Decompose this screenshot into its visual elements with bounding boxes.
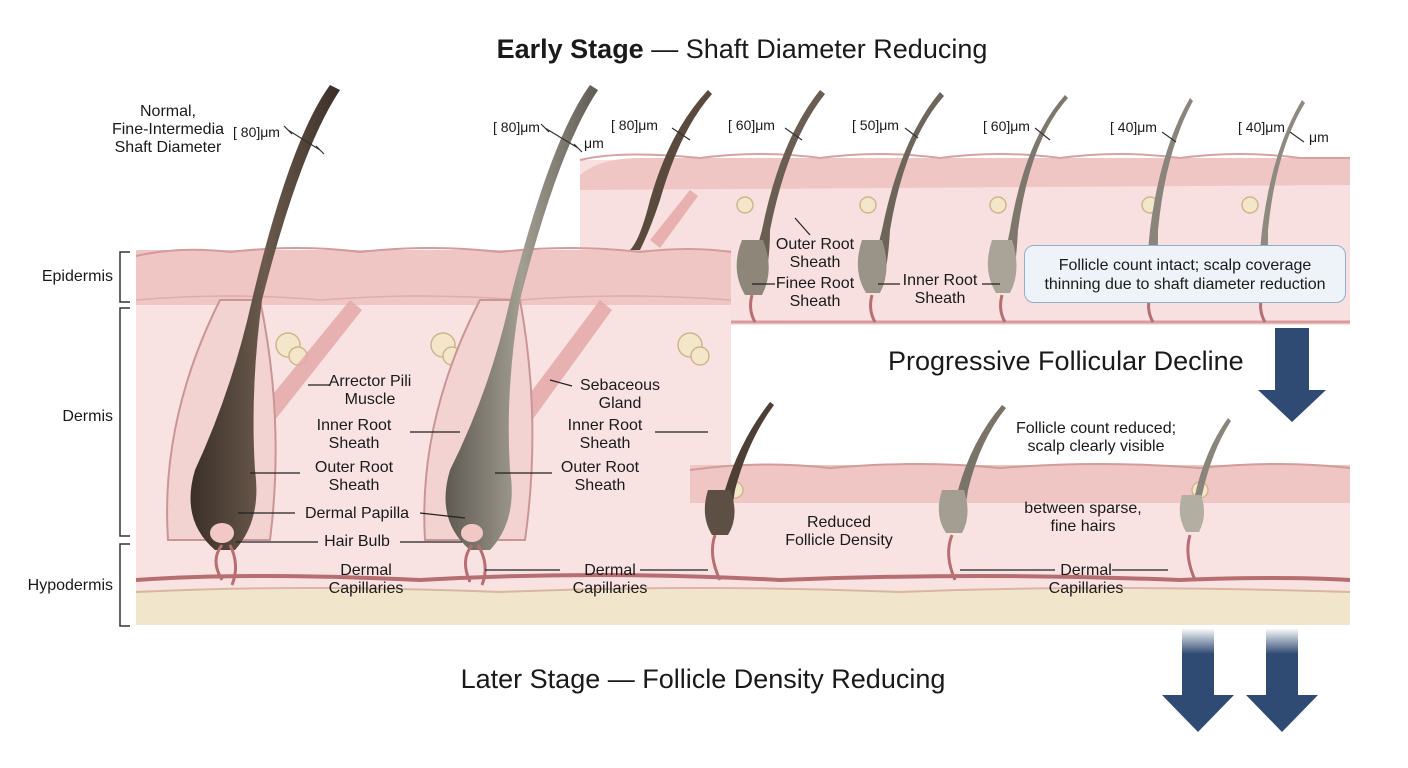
label-outer-root-sheath: Outer Root Sheath [775, 236, 855, 271]
measurement-label: [ 60]μm [728, 117, 775, 133]
label-reduced-density: Reduced Follicle Density [785, 514, 893, 549]
page-title: Early Stage — Shaft Diameter Reducing [496, 34, 988, 64]
label-inner-root-sheath: Inner Root Sheath [567, 417, 643, 452]
measurement-label: [ 80]μm [233, 124, 280, 140]
label-follicle-count-reduced: Follicle count reduced; scalp clearly vi… [1015, 420, 1177, 455]
arrow-down-icon [1162, 628, 1234, 732]
label-hair-bulb: Hair Bulb [324, 533, 390, 550]
label-inner-root-sheath: Inner Root Sheath [316, 417, 392, 452]
measurement-label: [ 60]μm [983, 118, 1030, 134]
label-sparse-hairs: between sparse, fine hairs [1024, 500, 1142, 535]
layer-label-hypodermis: Hypodermis [27, 577, 113, 594]
label-outer-root-sheath: Outer Root Sheath [560, 459, 640, 494]
measurement-ticks [283, 123, 1305, 155]
normal-shaft-label: Normal, Fine-Intermedia Shaft Diameter [111, 103, 225, 156]
measurement-label: [ 50]μm [852, 117, 899, 133]
layer-label-epidermis: Epidermis [41, 268, 113, 285]
measurement-label: [ 40]μm [1110, 119, 1157, 135]
callout-text: Follicle count intact; scalp coverage th… [1044, 257, 1326, 293]
label-inner-root-sheath: Inner Root Sheath [902, 272, 978, 307]
follicle-2 [423, 85, 598, 550]
label-dermal-papilla: Dermal Papilla [304, 505, 410, 522]
arrow-down-icon [1258, 328, 1326, 422]
measurement-label: [ 40]μm [1238, 119, 1285, 135]
sparse-follicles-later [704, 402, 1231, 535]
arrector-pili-muscles [260, 190, 698, 430]
label-dermal-capillaries: Dermal Capillaries [1048, 562, 1124, 597]
layer-label-dermis: Dermis [62, 408, 113, 425]
label-sebaceous-gland: Sebaceous Gland [579, 377, 661, 412]
leader-lines [236, 217, 1168, 571]
follicle-1 [166, 85, 340, 550]
measurement-label: μm [1309, 129, 1329, 145]
layer-brackets [119, 251, 130, 627]
capillaries [214, 294, 1267, 586]
middle-heading: Progressive Follicular Decline [888, 346, 1244, 376]
label-outer-root-sheath: Outer Root Sheath [314, 459, 394, 494]
callout-box: Follicle count intact; scalp coverage th… [1024, 245, 1346, 303]
label-dermal-capillaries: Dermal Capillaries [572, 562, 648, 597]
hypodermis-fat [135, 573, 1351, 625]
measurement-label: μm [584, 135, 604, 151]
label-finee-root-sheath: Finee Root Sheath [775, 275, 855, 310]
measurement-label: [ 80]μm [611, 117, 658, 133]
arrow-down-icon [1246, 628, 1318, 732]
label-arrector-pili: Arrector Pili Muscle [328, 373, 412, 408]
bottom-title: Later Stage — Follicle Density Reducing [460, 664, 946, 694]
label-dermal-capillaries: Dermal Capillaries [328, 562, 404, 597]
measurement-label: [ 80]μm [493, 119, 540, 135]
